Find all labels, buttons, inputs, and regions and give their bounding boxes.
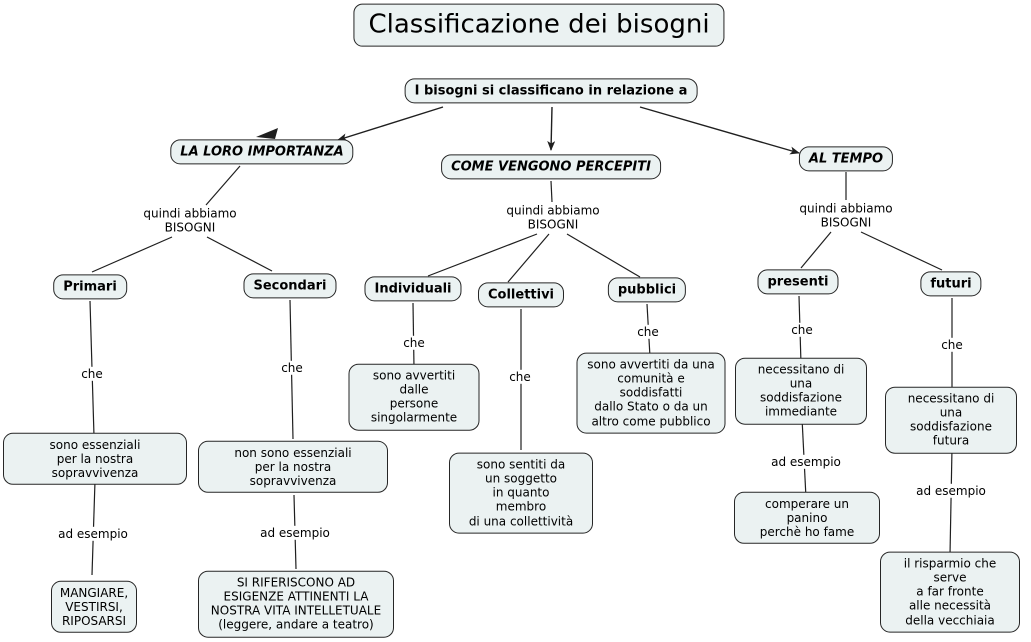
desc-individuali[interactable]: sono avvertiti dalle persone singolarmen…: [348, 363, 480, 431]
link-che-futuri: che: [938, 337, 966, 353]
link-adesempio-primari: ad esempio: [55, 526, 131, 542]
node-presenti[interactable]: presenti: [757, 269, 839, 295]
example-primari[interactable]: MANGIARE, VESTIRSI, RIPOSARSI: [51, 580, 137, 634]
link-quindi-percepiti: quindi abbiamo BISOGNI: [503, 203, 603, 233]
desc-collettivi[interactable]: sono sentiti da un soggetto in quanto me…: [449, 452, 593, 534]
node-pubblici[interactable]: pubblici: [607, 277, 687, 303]
desc-futuri[interactable]: necessitano di una soddisfazione futura: [885, 386, 1017, 454]
desc-primari[interactable]: sono essenziali per la nostra sopravvive…: [3, 432, 187, 486]
node-tempo[interactable]: AL TEMPO: [798, 146, 894, 172]
link-adesempio-futuri: ad esempio: [913, 483, 989, 499]
node-root[interactable]: I bisogni si classificano in relazione a: [404, 78, 698, 104]
link-adesempio-secondari: ad esempio: [257, 525, 333, 541]
node-primari[interactable]: Primari: [53, 274, 127, 300]
node-futuri[interactable]: futuri: [920, 271, 982, 297]
example-presenti[interactable]: comperare un panino perchè ho fame: [734, 491, 880, 545]
node-percepiti[interactable]: COME VENGONO PERCEPITI: [441, 154, 661, 180]
map-title: Classificazione dei bisogni: [353, 3, 725, 47]
link-che-secondari: che: [278, 360, 306, 376]
link-che-pubblici: che: [634, 324, 662, 340]
node-individuali[interactable]: Individuali: [364, 276, 462, 302]
link-che-presenti: che: [788, 322, 816, 338]
node-secondari[interactable]: Secondari: [243, 273, 337, 299]
node-importanza[interactable]: LA LORO IMPORTANZA: [170, 139, 354, 165]
link-adesempio-presenti: ad esempio: [768, 454, 844, 470]
link-che-individuali: che: [400, 335, 428, 351]
desc-presenti[interactable]: necessitano di una soddisfazione immedia…: [735, 357, 867, 425]
link-che-collettivi: che: [506, 369, 534, 385]
link-quindi-importanza: quindi abbiamo BISOGNI: [140, 206, 240, 236]
link-che-primari: che: [78, 366, 106, 382]
desc-pubblici[interactable]: sono avvertiti da una comunità e soddisf…: [576, 352, 726, 434]
desc-secondari[interactable]: non sono essenziali per la nostra soprav…: [198, 440, 388, 494]
node-collettivi[interactable]: Collettivi: [477, 282, 565, 308]
example-secondari[interactable]: SI RIFERISCONO AD ESIGENZE ATTINENTI LA …: [198, 570, 394, 638]
example-futuri[interactable]: il risparmio che serve a far fronte alle…: [880, 551, 1020, 633]
link-quindi-tempo: quindi abbiamo BISOGNI: [796, 201, 896, 231]
